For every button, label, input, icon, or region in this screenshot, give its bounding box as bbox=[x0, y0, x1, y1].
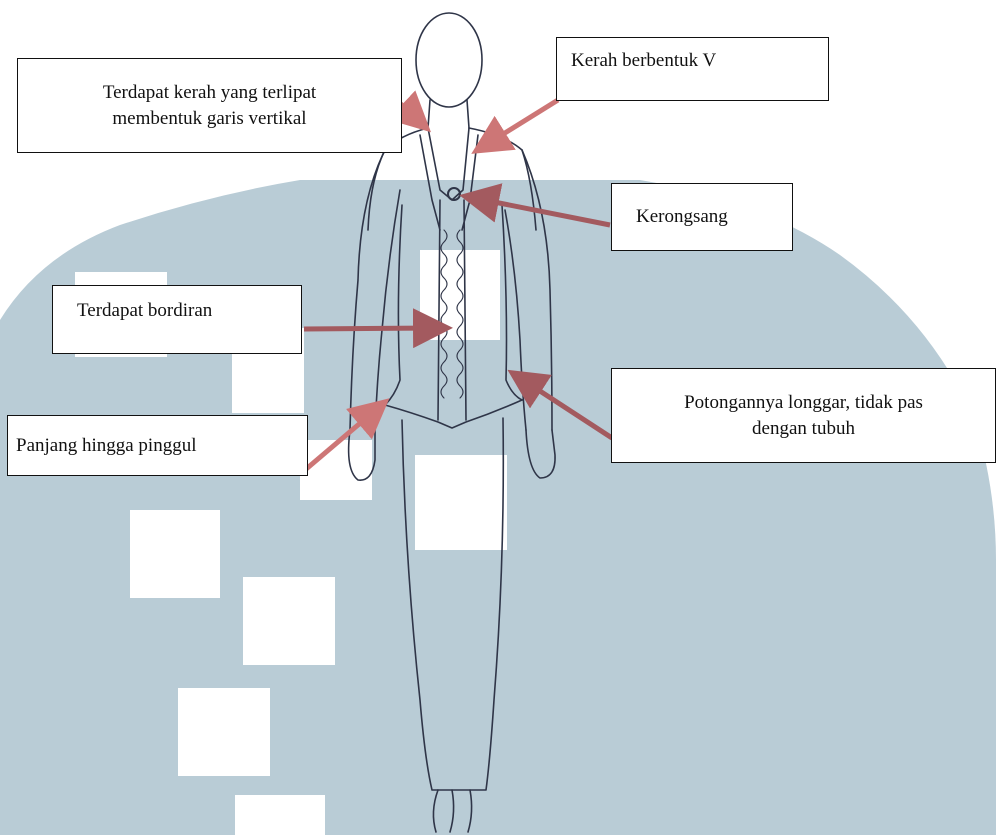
arrow-loose bbox=[520, 378, 612, 438]
callout-brooch: Kerongsang bbox=[611, 183, 793, 251]
callout-brooch-text: Kerongsang bbox=[636, 204, 728, 230]
callout-hip-length: Panjang hingga pinggul bbox=[7, 415, 308, 476]
arrow-brooch bbox=[474, 198, 610, 225]
callout-hip-length-text: Panjang hingga pinggul bbox=[16, 433, 196, 459]
callout-v-collar-text: Kerah berbentuk V bbox=[571, 48, 716, 74]
callout-v-collar: Kerah berbentuk V bbox=[556, 37, 829, 101]
callout-folded-collar: Terdapat kerah yang terlipat membentuk g… bbox=[17, 58, 402, 153]
callout-loose-cut: Potongannya longgar, tidak pas dengan tu… bbox=[611, 368, 996, 463]
callout-embroidery-text: Terdapat bordiran bbox=[77, 298, 212, 324]
arrow-vneck bbox=[484, 100, 558, 146]
callout-loose-cut-text: Potongannya longgar, tidak pas dengan tu… bbox=[684, 390, 923, 442]
arrow-length bbox=[305, 408, 378, 470]
callout-folded-collar-text: Terdapat kerah yang terlipat membentuk g… bbox=[103, 80, 316, 132]
arrow-embroidery bbox=[304, 328, 438, 329]
callout-embroidery: Terdapat bordiran bbox=[52, 285, 302, 354]
